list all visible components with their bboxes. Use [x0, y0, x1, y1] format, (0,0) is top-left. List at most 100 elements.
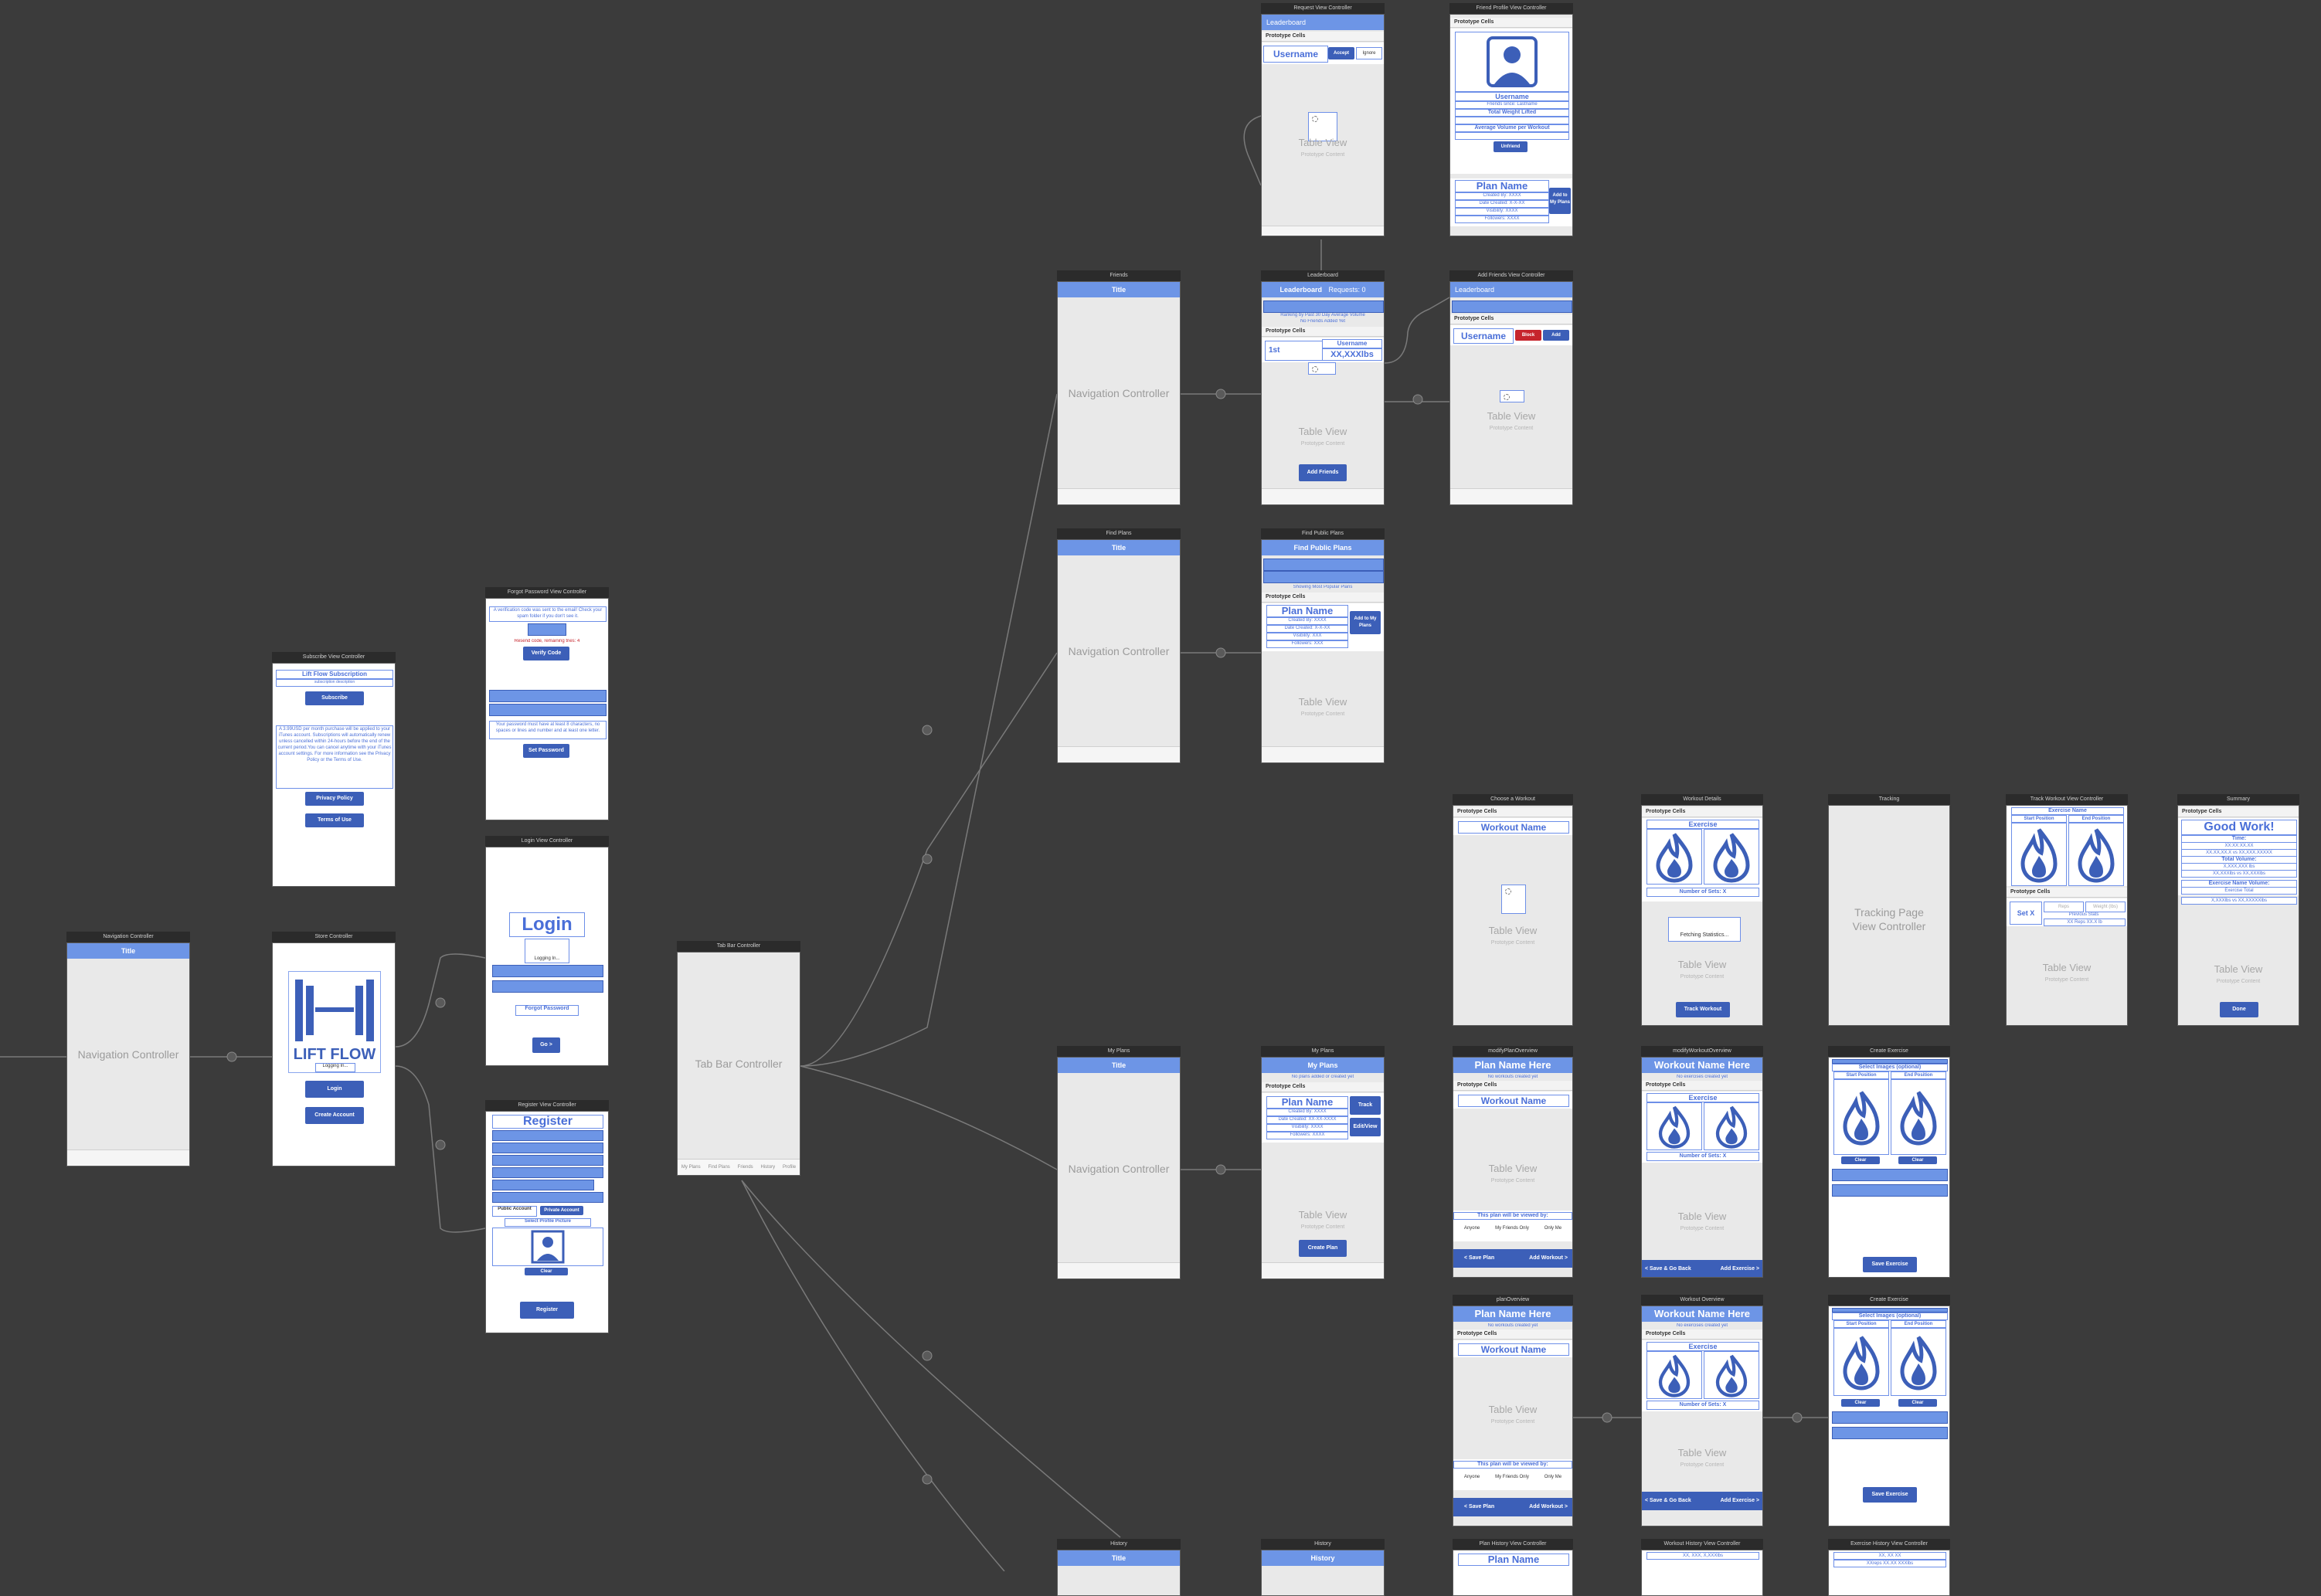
end-image-frame[interactable]	[1891, 1079, 1946, 1155]
public-account-option[interactable]: Public Account	[492, 1206, 537, 1217]
clear-start-button[interactable]: Clear	[1841, 1399, 1880, 1407]
save-exercise-button[interactable]: Save Exercise	[1863, 1257, 1917, 1272]
exercise-name-field[interactable]	[1832, 1059, 1948, 1064]
requests-button[interactable]: Requests: 0	[1328, 286, 1366, 294]
visibility-option-anyone[interactable]: Anyone	[1463, 1475, 1480, 1479]
resend-code-link[interactable]: Resend code, remaining tries: 4	[514, 639, 580, 643]
user-cell[interactable]: Username Block Add	[1450, 325, 1572, 345]
find-plans-navigation-scene[interactable]: Find Plans Title Navigation Controller	[1057, 528, 1181, 763]
end-image-frame[interactable]	[1891, 1328, 1946, 1396]
workout-name-field[interactable]: Workout Name Here	[1642, 1306, 1762, 1322]
request-view-scene[interactable]: Request View Controller Leaderboard Prot…	[1261, 3, 1385, 236]
plan-name-field[interactable]: Plan Name Here	[1453, 1058, 1572, 1073]
clear-picture-button[interactable]: Clear	[525, 1268, 568, 1275]
add-to-my-plans-button[interactable]: Add to My Plans	[1350, 611, 1381, 634]
set-password-button[interactable]: Set Password	[523, 744, 569, 758]
weight-input[interactable]: Weight (lbs)	[2085, 902, 2126, 912]
tab-bar-controller-scene[interactable]: Tab Bar Controller Tab Bar Controller My…	[677, 941, 800, 1176]
tab-my-plans[interactable]: My Plans	[681, 1165, 701, 1170]
visibility-segment[interactable]: Anyone My Friends Only Only Me	[1456, 1226, 1569, 1231]
tab-find-plans[interactable]: Find Plans	[708, 1165, 730, 1170]
track-workout-button[interactable]: Track Workout	[1676, 1002, 1730, 1017]
back-button[interactable]: Leaderboard	[1262, 15, 1384, 30]
exercise-name-field[interactable]	[1832, 1308, 1948, 1312]
first-name-field[interactable]	[492, 1180, 594, 1190]
sets-field[interactable]	[1832, 1169, 1948, 1181]
friends-navigation-scene[interactable]: Friends Title Navigation Controller	[1057, 270, 1181, 505]
password-field[interactable]	[492, 1155, 603, 1166]
my-plans-navigation-scene[interactable]: My Plans Title Navigation Controller	[1057, 1046, 1181, 1279]
last-name-field[interactable]	[492, 1192, 603, 1203]
find-public-plans-scene[interactable]: Find Public Plans Find Public Plans Show…	[1261, 528, 1385, 763]
navigation-controller-scene[interactable]: Navigation Controller Title Navigation C…	[66, 932, 190, 1166]
password-field[interactable]	[492, 980, 603, 993]
plan-cell[interactable]: Plan Name Created By: XXXX Date Created:…	[1262, 603, 1384, 651]
register-button[interactable]: Register	[520, 1302, 574, 1319]
time-range-segment[interactable]	[1263, 301, 1384, 313]
code-field[interactable]	[528, 623, 566, 636]
ignore-button[interactable]: Ignore	[1356, 47, 1382, 59]
privacy-policy-button[interactable]: Privacy Policy	[305, 792, 364, 806]
save-and-go-back-button[interactable]: < Save & Go Back	[1645, 1266, 1691, 1272]
confirm-password-field[interactable]	[492, 1167, 603, 1178]
email-field[interactable]	[492, 1143, 603, 1153]
friend-profile-scene[interactable]: Friend Profile View Controller Prototype…	[1449, 3, 1573, 236]
modify-plan-overview-scene[interactable]: modifyPlanOverview Plan Name Here No wor…	[1453, 1046, 1573, 1278]
clear-end-button[interactable]: Clear	[1898, 1399, 1937, 1407]
workout-overview-scene[interactable]: Workout Overview Workout Name Here No ex…	[1641, 1295, 1763, 1526]
new-password-field[interactable]	[489, 690, 607, 702]
confirm-password-field[interactable]	[489, 704, 607, 716]
plan-overview-scene[interactable]: planOverview Plan Name Here No workouts …	[1453, 1295, 1573, 1526]
email-field[interactable]	[492, 965, 603, 977]
workout-cell[interactable]: Workout Name	[1453, 818, 1572, 835]
exercise-cell[interactable]: Exercise Number of Sets: X	[1642, 818, 1762, 902]
add-friends-scene[interactable]: Add Friends View Controller Leaderboard …	[1449, 270, 1573, 505]
search-input[interactable]	[1452, 301, 1572, 313]
request-cell[interactable]: Username Accept Ignore	[1262, 42, 1384, 64]
forgot-password-scene[interactable]: Forgot Password View Controller A verifi…	[485, 587, 609, 820]
clear-end-button[interactable]: Clear	[1898, 1156, 1937, 1164]
login-scene[interactable]: Login View Controller Login Logging In..…	[485, 836, 609, 1066]
tab-history[interactable]: History	[760, 1165, 776, 1170]
plan-history-scene[interactable]: Plan History View Controller Plan Name	[1453, 1539, 1573, 1596]
done-button[interactable]: Done	[2220, 1002, 2258, 1017]
block-button[interactable]: Block	[1515, 330, 1541, 341]
sets-field[interactable]	[1832, 1411, 1948, 1424]
register-scene[interactable]: Register View Controller Register Public…	[485, 1100, 609, 1333]
edit-view-button[interactable]: Edit/View	[1350, 1118, 1381, 1136]
filter-segment[interactable]	[1263, 571, 1384, 583]
add-friends-button[interactable]: Add Friends	[1299, 464, 1347, 481]
terms-of-use-button[interactable]: Terms of Use	[305, 813, 364, 827]
leaderboard-cell[interactable]: 1st Username XX,XXXlbs	[1262, 338, 1384, 362]
description-field[interactable]	[1832, 1427, 1948, 1439]
set-cell[interactable]: Set X Reps Weight (lbs) Previous Stats X…	[2007, 898, 2127, 926]
plan-cell[interactable]: Plan Name Created By: XXXX Date Created:…	[1450, 178, 1572, 226]
visibility-option-only-me[interactable]: Only Me	[1544, 1475, 1562, 1479]
workout-name-field[interactable]: Workout Name Here	[1642, 1058, 1762, 1073]
subscribe-button[interactable]: Subscribe	[305, 691, 364, 705]
clear-start-button[interactable]: Clear	[1841, 1156, 1880, 1164]
visibility-segment[interactable]: Anyone My Friends Only Only Me	[1456, 1475, 1569, 1479]
add-button[interactable]: Add	[1543, 330, 1569, 341]
history-navigation-scene[interactable]: History Title	[1057, 1539, 1181, 1596]
track-button[interactable]: Track	[1350, 1096, 1381, 1115]
tab-friends[interactable]: Friends	[737, 1165, 753, 1170]
private-account-option[interactable]: Private Account	[540, 1206, 583, 1215]
add-exercise-button[interactable]: Add Exercise >	[1720, 1498, 1759, 1503]
exercise-history-scene[interactable]: Exercise History View Controller XX, XX …	[1828, 1539, 1950, 1596]
start-image-frame[interactable]	[1833, 1079, 1889, 1155]
choose-workout-scene[interactable]: Choose a Workout Prototype Cells Workout…	[1453, 794, 1573, 1026]
save-and-go-back-button[interactable]: < Save & Go Back	[1645, 1498, 1691, 1503]
store-controller-scene[interactable]: Store Controller LIFT FLOW Logging In...…	[272, 932, 396, 1166]
subscribe-scene[interactable]: Subscribe View Controller Lift Flow Subs…	[272, 652, 396, 887]
my-plans-scene[interactable]: My Plans My Plans No plans added or crea…	[1261, 1046, 1385, 1279]
unfriend-button[interactable]: Unfriend	[1494, 141, 1528, 152]
username-field[interactable]	[492, 1130, 603, 1141]
save-plan-button[interactable]: < Save Plan	[1464, 1504, 1495, 1509]
summary-scene[interactable]: Summary Prototype Cells Good Work! Time:…	[2177, 794, 2299, 1026]
workout-details-scene[interactable]: Workout Details Prototype Cells Exercise…	[1641, 794, 1763, 1026]
description-field[interactable]	[1832, 1184, 1948, 1197]
add-workout-button[interactable]: Add Workout >	[1529, 1504, 1568, 1509]
add-exercise-button[interactable]: Add Exercise >	[1720, 1266, 1759, 1272]
